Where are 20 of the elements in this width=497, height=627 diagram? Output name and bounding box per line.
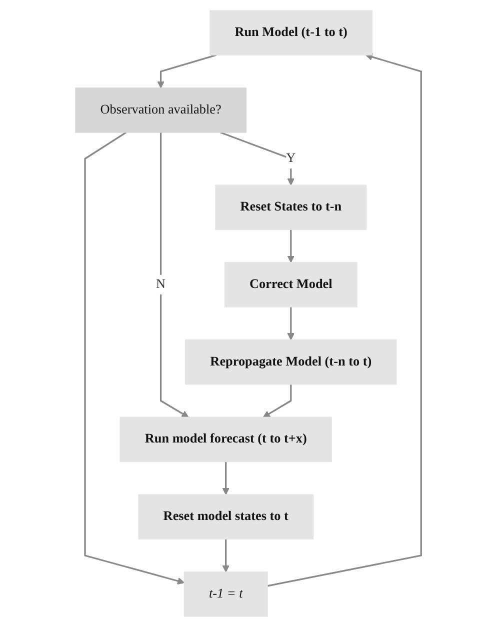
- arrow: [267, 53, 422, 587]
- arrow: [287, 306, 295, 340]
- node-box: Reset States to t-n: [215, 184, 367, 230]
- node-box: Run Model (t-1 to t): [210, 10, 373, 56]
- node-box: Run model forecast (t to t+x): [120, 416, 332, 462]
- arrow: [222, 539, 230, 572]
- arrow: [287, 230, 295, 263]
- arrow: [160, 132, 189, 418]
- edge-label: Y: [286, 151, 296, 166]
- arrow: [84, 132, 185, 585]
- arrow: [222, 462, 230, 495]
- arrow: [263, 384, 292, 418]
- node-box: Observation available?: [75, 88, 247, 133]
- arrow: [220, 132, 295, 186]
- node-box: Reset model states to t: [138, 494, 314, 540]
- arrow: [157, 54, 217, 88]
- node-box: Correct Model: [224, 262, 358, 308]
- node-box: Repropagate Model (t-n to t): [185, 339, 397, 385]
- edge-label: N: [156, 277, 166, 292]
- node-box: t-1 = t: [184, 572, 268, 617]
